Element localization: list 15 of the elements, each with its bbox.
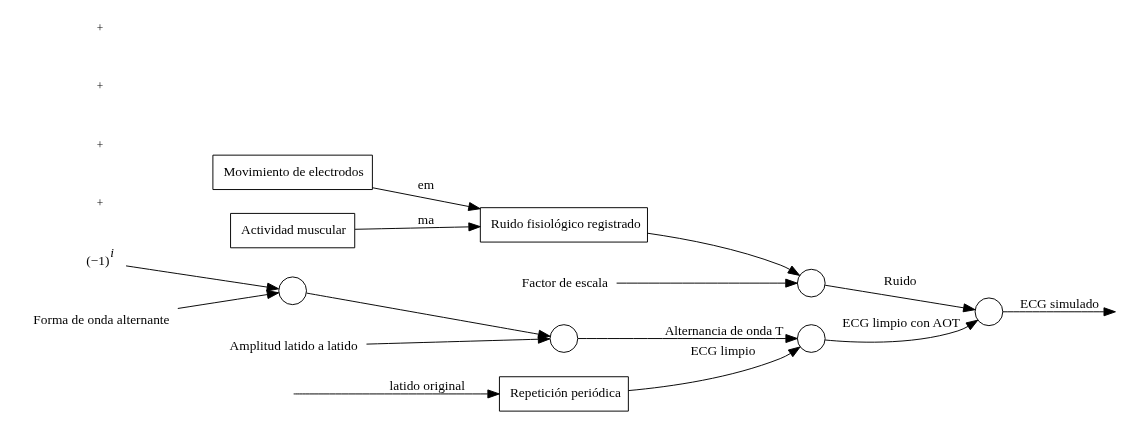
edge-label: em [417,176,434,192]
edge-label: latido original [389,378,465,394]
label: + [96,80,103,93]
edge-label: ma [417,212,434,228]
node-text: Factor de escala [521,274,608,290]
node-text: Forma de onda alternante [32,311,169,327]
label: + [96,138,103,151]
label: + [96,196,103,209]
edge-label: Ruido [883,273,917,289]
edge-label: ECG limpio con AOT [841,315,960,331]
edge-label: ECG limpio [689,342,755,358]
edge-label: Alternancia de onda T [664,322,783,338]
label: + [96,22,103,35]
node-text: Amplitud latido a latido [229,337,358,353]
edge-label: ECG simulado [1019,296,1099,312]
